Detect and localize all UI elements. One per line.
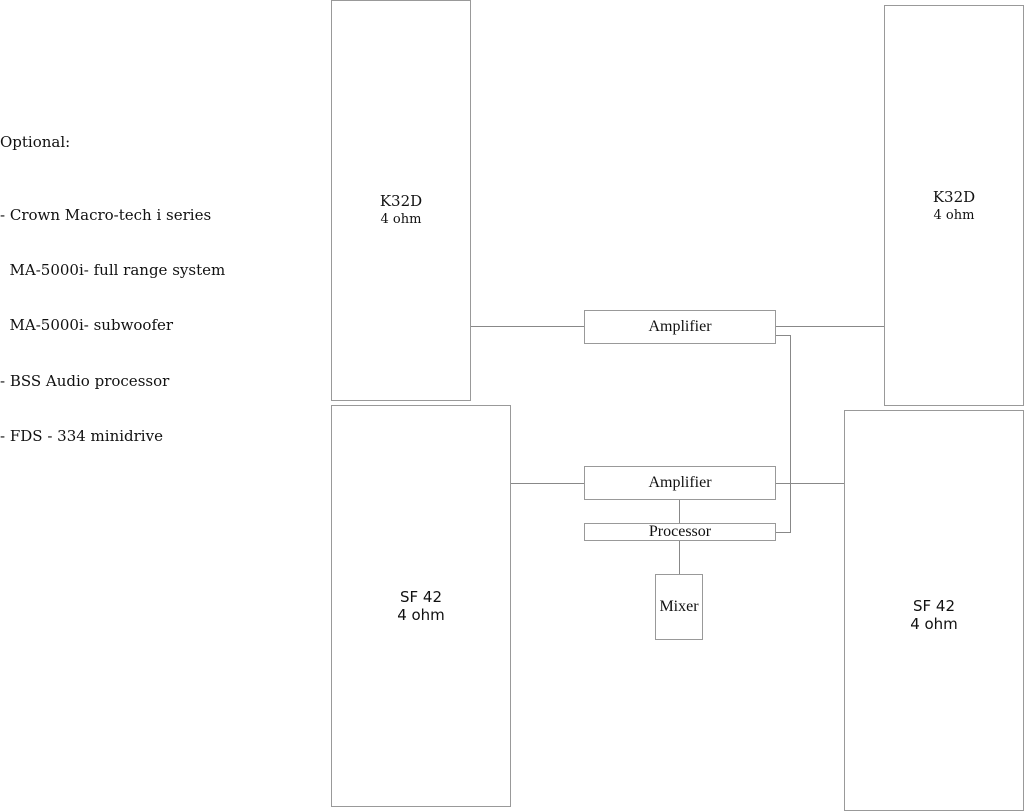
amplifier-label: Amplifier — [648, 318, 712, 335]
speaker-label: K32D 4 ohm — [885, 188, 1023, 224]
notes-line: - Crown Macro-tech i series — [0, 206, 212, 225]
notes-line: MA-5000i- subwoofer — [0, 316, 174, 335]
mixer: Mixer — [655, 574, 703, 640]
processor-label: Processor — [648, 523, 712, 540]
speaker-name: K32D — [379, 192, 423, 210]
notes-line: - BSS Audio processor — [0, 371, 170, 390]
speaker-sf42-left: SF 42 4 ohm — [331, 405, 511, 807]
wire-amplifier-to-k32d-right — [775, 326, 885, 327]
speaker-impedance: 4 ohm — [910, 615, 958, 633]
speaker-label: SF 42 4 ohm — [332, 588, 510, 624]
wire-amplifier-to-processor-vertical — [790, 335, 791, 533]
wire-sf42-left-to-amplifier — [510, 483, 584, 484]
speaker-sf42-right: SF 42 4 ohm — [844, 410, 1024, 811]
amplifier-bottom: Amplifier — [584, 466, 776, 500]
notes-block: Optional: - Crown Macro-tech i series MA… — [0, 96, 225, 464]
speaker-impedance: 4 ohm — [380, 212, 422, 227]
amplifier-top: Amplifier — [584, 310, 776, 344]
amplifier-label: Amplifier — [648, 474, 712, 491]
notes-line: MA-5000i- full range system — [0, 261, 226, 280]
speaker-name: SF 42 — [912, 597, 955, 615]
speaker-k32d-left: K32D 4 ohm — [331, 0, 471, 401]
speaker-label: K32D 4 ohm — [332, 192, 470, 228]
wire-k32d-left-to-amplifier — [470, 326, 584, 327]
speaker-name: K32D — [932, 188, 976, 206]
wire-amplifier-top-output — [775, 335, 791, 336]
wire-processor-return — [775, 532, 791, 533]
speaker-k32d-right: K32D 4 ohm — [884, 5, 1024, 406]
notes-heading: Optional: — [0, 132, 71, 151]
wire-amplifier-to-sf42-right — [775, 483, 845, 484]
mixer-label: Mixer — [659, 598, 699, 615]
notes-line: - FDS - 334 minidrive — [0, 426, 163, 445]
wire-amplifier-to-processor — [679, 499, 680, 524]
speaker-impedance: 4 ohm — [397, 606, 445, 624]
processor: Processor — [584, 523, 776, 541]
speaker-name: SF 42 — [399, 588, 442, 606]
speaker-impedance: 4 ohm — [933, 208, 975, 223]
wire-processor-to-mixer — [679, 540, 680, 575]
speaker-label: SF 42 4 ohm — [845, 597, 1023, 633]
